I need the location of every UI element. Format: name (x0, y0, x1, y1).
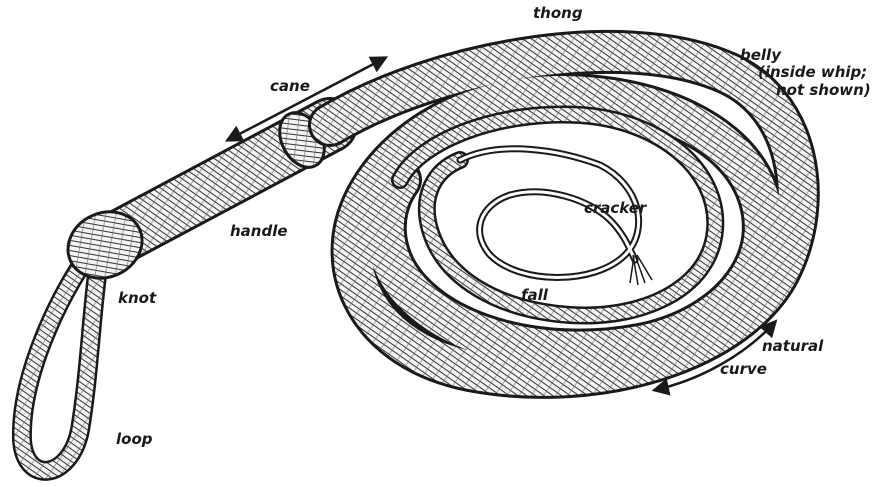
belly-label: belly (inside whip; not shown) (740, 47, 871, 99)
belly-label-line-3: not shown) (740, 82, 871, 99)
thong-label: thong (533, 5, 583, 22)
fall-label: fall (521, 287, 548, 304)
natural-label: natural (762, 338, 823, 355)
loop-part (22, 245, 100, 471)
thong-taper (400, 114, 715, 315)
cane-label: cane (270, 78, 310, 95)
handle-label: handle (230, 223, 288, 240)
cracker-label: cracker (584, 200, 646, 217)
belly-label-line-2: (inside whip; (740, 64, 871, 81)
curve-label: curve (720, 361, 767, 378)
cracker-part (630, 255, 652, 285)
loop-label: loop (116, 431, 153, 448)
thong-part (330, 52, 798, 377)
belly-label-line-1: belly (740, 47, 871, 64)
knot-label: knot (118, 290, 156, 307)
